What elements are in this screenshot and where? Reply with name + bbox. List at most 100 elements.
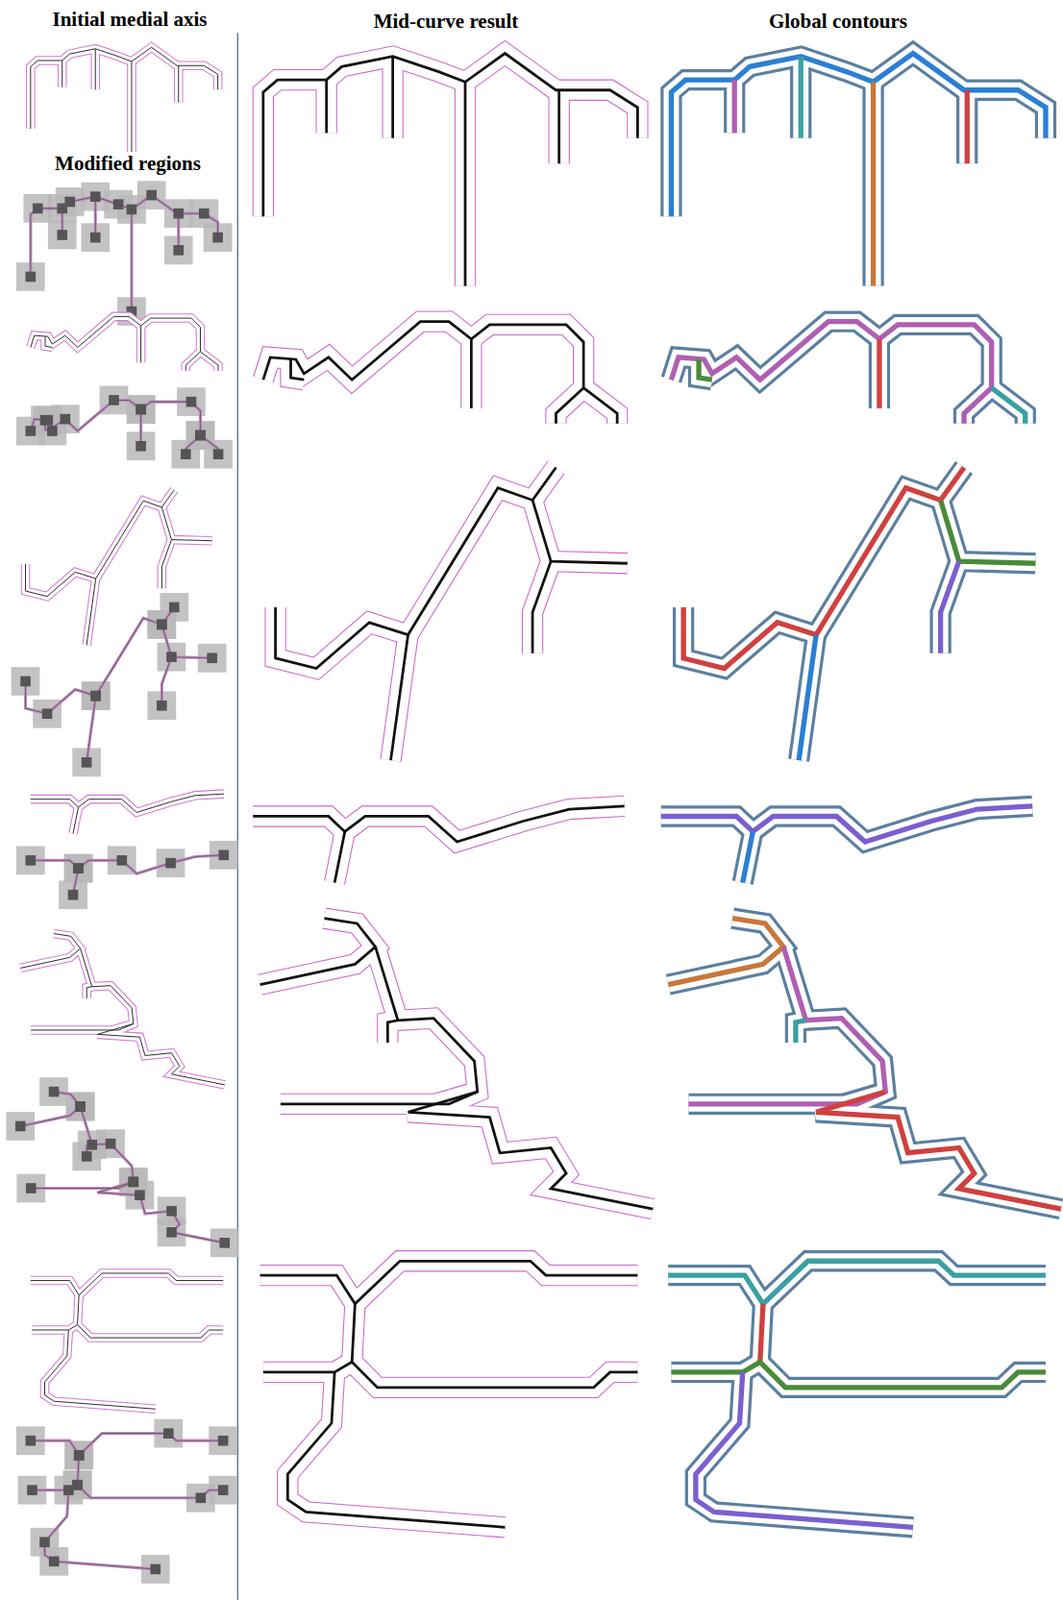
contour-outer [956,90,978,164]
region-core [90,232,101,244]
contour-gap [695,1372,914,1528]
axis-outline [30,195,219,277]
region-core [113,198,124,210]
mid-curve [263,53,639,218]
contour-outer [940,499,1037,564]
region-box [5,1112,35,1141]
region-core [32,203,44,215]
offset-outline [161,540,172,590]
outline-fill [263,53,639,218]
column-header: Global contours [766,9,911,34]
region-core [135,404,147,416]
contour-line [940,561,960,654]
axis-outline [30,1433,223,1457]
outline-fill [532,499,628,564]
outline-fill [263,321,584,424]
outline-fill [161,540,172,590]
contour-outer [790,56,812,139]
region-core [213,448,224,460]
region-box [147,610,176,640]
offset-outline [20,934,80,969]
axis-outline [44,1490,155,1570]
offset-outline [31,1325,223,1338]
shape-group [5,918,1062,1259]
outline-fill [263,1361,639,1388]
medial-axis [77,1295,80,1326]
contour-gap [815,1091,1062,1210]
region-core [49,1087,60,1098]
contour-gap [670,321,991,424]
outline-fill [408,1091,654,1210]
offset-outline [454,81,476,286]
medial-axis [161,507,212,542]
contour-outer [760,1304,764,1363]
offset-outline [252,806,624,842]
region-core [42,708,53,719]
contour-outer [667,918,784,986]
contour-line [742,831,754,883]
region-core [25,1435,37,1447]
offset-outline [382,56,404,139]
mid-curve [532,561,551,654]
region-box [157,1217,187,1247]
contour-gap [667,1260,1046,1305]
outline-fill [25,490,175,597]
region-core [49,1557,60,1568]
offset-outline [77,1295,80,1326]
contour-line [661,806,1033,842]
mid-curve [334,831,346,883]
axis-outline [129,209,133,312]
medial-axis [30,1433,223,1457]
medial-axis [25,490,175,597]
outline-fill [127,61,135,164]
medial-axis [130,209,132,312]
outline-fill [20,934,80,969]
region-core [90,691,101,702]
outline-fill [30,948,134,1031]
medial-axis [97,1023,224,1085]
offset-outline [126,61,137,164]
contour-line [732,79,738,133]
region-core [169,602,180,614]
mid-curve [275,467,557,668]
region-core [198,208,210,220]
contour-line [940,499,1037,564]
region-core [25,855,37,866]
region-core [127,1177,139,1188]
axis-outline [139,409,143,446]
region-core [165,858,176,869]
divider [237,32,239,1600]
mid-curve [583,388,618,424]
outline-fill [97,1023,224,1085]
region-core [166,1206,177,1217]
mid-curve [260,918,376,986]
contour-line [815,1091,1062,1210]
region-core [212,232,223,244]
region-core [63,1484,75,1496]
region-core [90,691,101,702]
medial-axis [30,195,219,277]
offset-outline [73,807,79,835]
axis-outline [30,855,224,874]
mid-curve [280,946,478,1104]
axis-outline [30,1107,134,1189]
contour-outer [723,79,745,133]
region-core [195,430,206,442]
axis-outline [86,695,97,763]
contour-gap [792,56,809,139]
medial-axis [86,987,93,999]
medial-axis [140,325,142,363]
region-box [210,1229,240,1259]
outline-fill [532,561,551,654]
medial-axis [140,409,142,446]
offset-outline [260,918,376,986]
contour-line [964,90,970,164]
contour-gap [726,79,742,133]
region-core [81,1151,93,1162]
medial-axis [86,695,97,763]
region-core [72,1480,83,1491]
region-core [166,651,177,663]
region-core [73,863,84,874]
outline-fill [252,806,624,842]
region-core [135,404,147,416]
